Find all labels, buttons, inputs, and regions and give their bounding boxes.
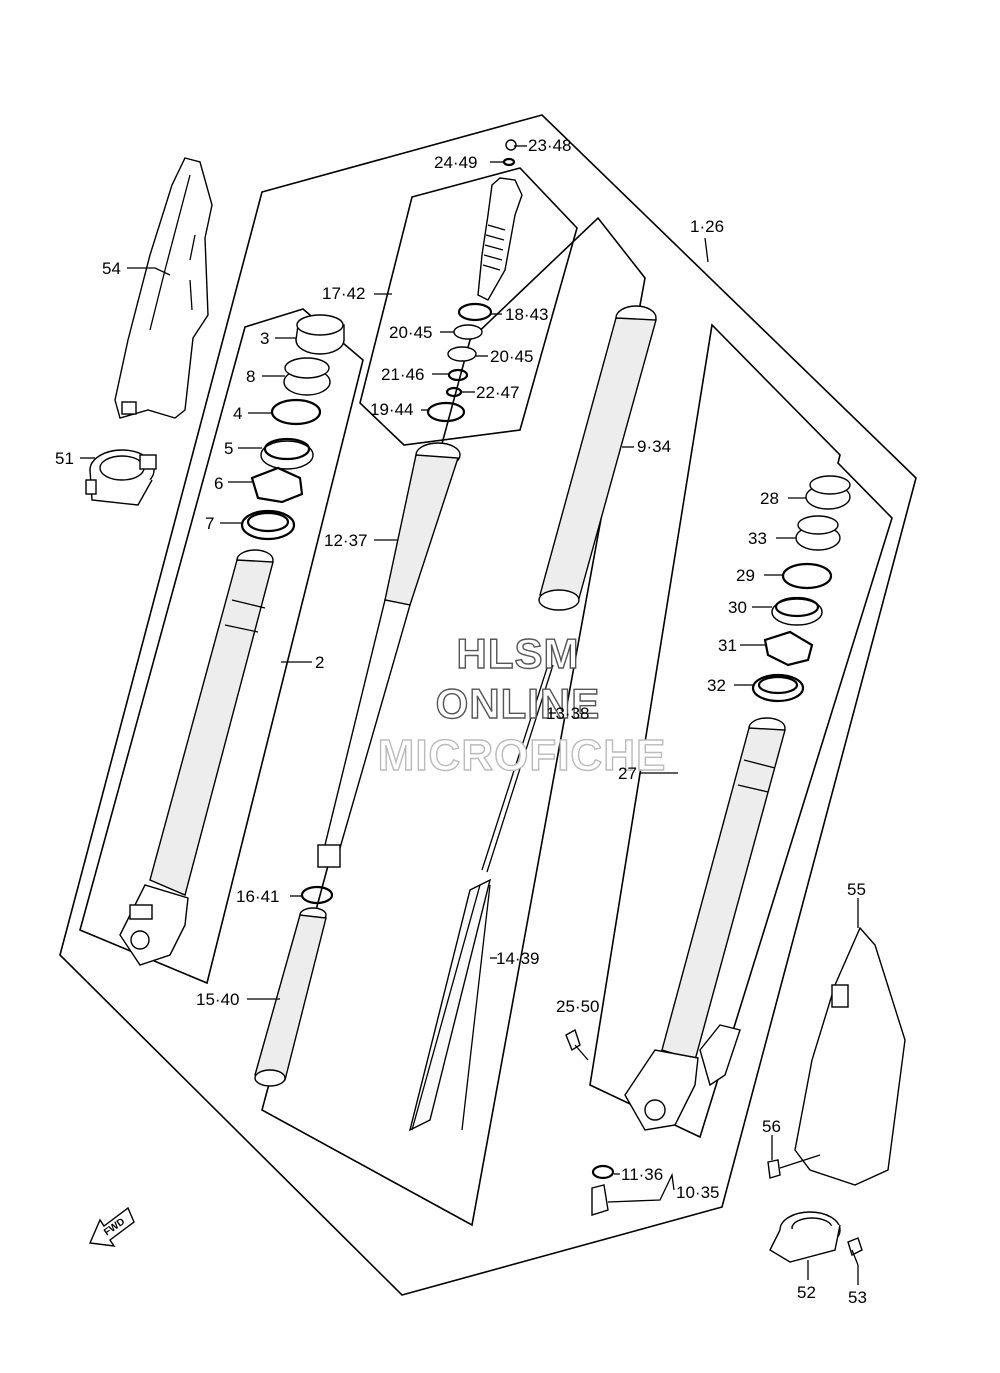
label-24-49: 24·49	[434, 153, 477, 172]
label-13-38: 13·38	[546, 704, 589, 723]
clamp-right-group	[767, 1154, 863, 1266]
label-4: 4	[233, 404, 242, 423]
fwd-arrow: FWD	[88, 1206, 135, 1247]
fork-guard-left	[114, 157, 213, 419]
label-5: 5	[224, 439, 233, 458]
spring-and-rod	[408, 664, 554, 1132]
label-55: 55	[847, 880, 866, 899]
label-14-39: 14·39	[496, 949, 539, 968]
label-20-45-b: 20·45	[490, 347, 533, 366]
label-30: 30	[728, 598, 747, 617]
label-53: 53	[848, 1288, 867, 1307]
oil-lock-piece	[254, 885, 334, 1087]
label-28: 28	[760, 489, 779, 508]
label-18-43: 18·43	[505, 305, 548, 324]
label-11-36: 11·36	[621, 1165, 663, 1184]
label-15-40: 15·40	[196, 990, 239, 1009]
bottom-bolts	[565, 1028, 615, 1216]
inner-tube-right	[624, 717, 786, 1131]
label-leaders	[80, 145, 859, 1285]
part-labels: 1·26 54 51 3 8 4 5 6 7 2 17·42 18·43 20·…	[55, 136, 867, 1307]
label-52: 52	[797, 1283, 816, 1302]
label-1-26: 1·26	[690, 217, 724, 236]
clamp-left	[85, 449, 157, 506]
label-10-35: 10·35	[676, 1183, 719, 1202]
label-33: 33	[748, 529, 767, 548]
label-29: 29	[736, 566, 755, 585]
label-9-34: 9·34	[637, 437, 671, 456]
label-17-42: 17·42	[322, 284, 365, 303]
label-3: 3	[260, 329, 269, 348]
label-8: 8	[246, 367, 255, 386]
cartridge-top	[426, 139, 523, 423]
label-16-41: 16·41	[236, 887, 279, 906]
label-20-45-a: 20·45	[389, 323, 432, 342]
label-25-50: 25·50	[556, 997, 599, 1016]
label-6: 6	[214, 474, 223, 493]
watermark-line-1: HLSM	[457, 630, 580, 677]
rings-left	[240, 314, 345, 541]
watermark: HLSM ONLINE MICROFICHE	[377, 629, 667, 780]
label-2: 2	[315, 653, 324, 672]
damper-rod	[317, 442, 461, 868]
label-7: 7	[205, 514, 214, 533]
label-27: 27	[618, 764, 637, 783]
label-32: 32	[707, 676, 726, 695]
label-19-44: 19·44	[370, 400, 413, 419]
label-12-37: 12·37	[324, 531, 367, 550]
label-51: 51	[55, 449, 74, 468]
outer-tube	[538, 305, 657, 611]
label-54: 54	[102, 259, 121, 278]
label-31: 31	[718, 636, 737, 655]
fork-guard-right	[794, 926, 906, 1186]
watermark-line-2: ONLINE	[436, 680, 601, 727]
label-23-48: 23·48	[528, 136, 571, 155]
watermark-line-3: MICROFICHE	[378, 731, 667, 780]
inner-tube-left	[119, 549, 274, 966]
label-56: 56	[762, 1117, 781, 1136]
label-22-47: 22·47	[476, 383, 519, 402]
label-21-46: 21·46	[381, 365, 424, 384]
rings-right	[751, 475, 851, 703]
